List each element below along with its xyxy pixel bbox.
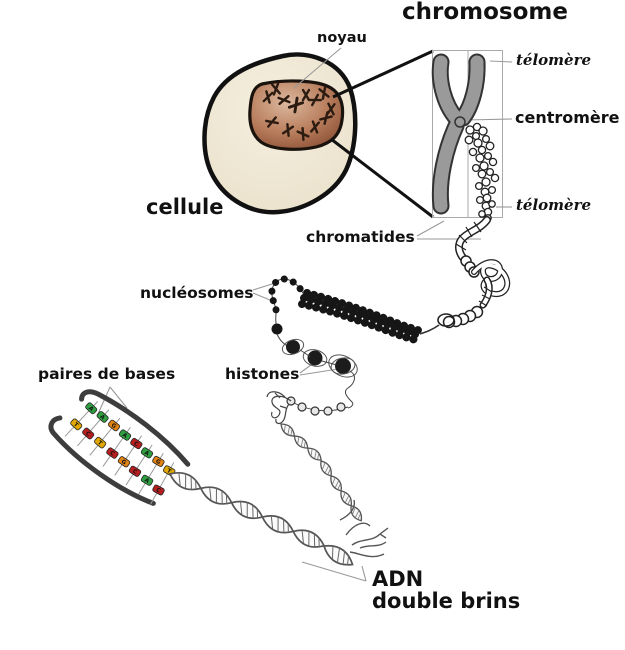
decondensing-chromatid — [464, 122, 500, 222]
svg-text:G: G — [154, 459, 161, 467]
dna-double-helix — [166, 466, 358, 572]
dna-ladder: A T A C G T A C C G — [48, 389, 191, 506]
svg-text:A: A — [121, 432, 129, 440]
svg-text:A: A — [143, 450, 150, 458]
svg-text:G: G — [120, 459, 128, 467]
svg-text:T: T — [96, 440, 103, 447]
svg-text:C: C — [84, 431, 91, 438]
label-telomere-bottom: télomère — [516, 196, 592, 214]
label-adn-line2: double brins — [372, 589, 521, 614]
base-pair-rung: A C — [102, 426, 132, 467]
svg-text:C: C — [131, 469, 138, 476]
svg-text:A: A — [143, 477, 150, 485]
dna-frayed-end — [339, 499, 389, 558]
base-pair-rung: C G — [114, 435, 143, 476]
histone-beads — [281, 338, 358, 409]
base-pair-rung: A C — [76, 409, 110, 447]
svg-text:A: A — [98, 414, 106, 422]
svg-text:C: C — [155, 487, 161, 494]
label-noyau: noyau — [317, 30, 367, 46]
label-connector-lines — [97, 47, 513, 582]
base-pair-rung: A C — [125, 444, 154, 486]
centromere-knob — [454, 116, 466, 128]
nucleosome-fiber — [298, 289, 425, 344]
svg-text:G: G — [110, 423, 118, 431]
label-paires-de-bases: paires de bases — [38, 365, 176, 383]
svg-text:C: C — [108, 450, 115, 457]
label-chromatides: chromatides — [306, 228, 415, 246]
svg-text:C: C — [132, 441, 139, 448]
chromosome-figure — [431, 53, 486, 215]
label-centromere: centromère — [515, 108, 620, 127]
base-pair-rung: G A — [138, 452, 165, 495]
chromatin-to-dna-transition — [266, 391, 349, 425]
label-telomere-top: télomère — [516, 51, 592, 69]
svg-text:T: T — [72, 422, 79, 429]
base-pair-rung: G T — [89, 417, 121, 456]
label-adn: ADN double brins — [372, 568, 520, 612]
chromatin-coil — [419, 216, 511, 335]
dna-thin-helix — [277, 420, 366, 524]
label-nucleosomes: nucléosomes — [140, 284, 254, 302]
svg-text:A: A — [87, 405, 95, 413]
cell-nucleus — [248, 79, 345, 151]
nucleosome-beads-string — [268, 275, 309, 348]
label-histones: histones — [225, 365, 300, 383]
magnifier-lines — [330, 49, 434, 219]
base-pair-rung: T C — [150, 462, 176, 505]
label-chromosome: chromosome — [402, 0, 568, 25]
base-pair-rung: A T — [64, 401, 99, 437]
label-cellule: cellule — [146, 195, 224, 219]
svg-text:T: T — [166, 468, 172, 475]
label-adn-line1: ADN — [372, 567, 424, 591]
